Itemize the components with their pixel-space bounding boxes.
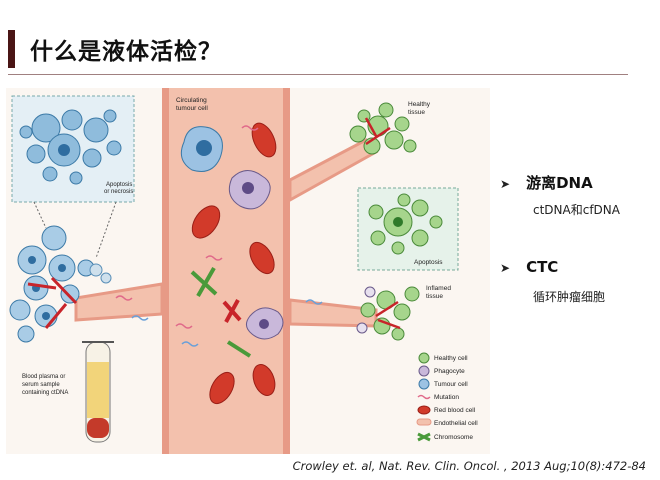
- bullet-ctc: ➤CTC: [500, 258, 559, 276]
- svg-text:Inflamed: Inflamed: [426, 285, 451, 292]
- svg-text:Tumour cell: Tumour cell: [434, 381, 468, 388]
- title-divider: [8, 74, 628, 75]
- svg-text:Phagocyte: Phagocyte: [434, 368, 465, 375]
- svg-text:containing ctDNA: containing ctDNA: [22, 390, 68, 396]
- dna-fragments: [115, 125, 323, 347]
- red-blood-cells: [191, 122, 277, 405]
- chromosomes: [190, 267, 252, 358]
- blood-sample-label: Blood plasma or: [22, 374, 65, 380]
- svg-text:Apoptosis: Apoptosis: [414, 259, 443, 266]
- svg-text:tissue: tissue: [408, 109, 425, 116]
- svg-text:Healthy cell: Healthy cell: [434, 355, 468, 362]
- slide-title: 什么是液体活检？: [30, 39, 222, 65]
- svg-text:serum sample: serum sample: [22, 382, 60, 388]
- red-blood-cell-icon: [417, 405, 431, 415]
- healthy-cell-icon: [418, 352, 430, 364]
- bullet-list: ➤游离DNA ctDNA和cfDNA ➤CTC 循环肿瘤细胞: [500, 0, 660, 480]
- arrow-right-icon: ➤: [500, 261, 511, 275]
- title-accent-bar: [8, 30, 15, 68]
- vessel-branch-left: [74, 282, 164, 322]
- figure-legend: Healthy cell Phagocyte Tumour cell Mutat…: [416, 352, 478, 442]
- blood-tube: [82, 341, 114, 443]
- mutation-icon: [417, 394, 431, 400]
- svg-text:tissue: tissue: [426, 293, 443, 300]
- chromosome-icon: [417, 432, 431, 442]
- circulating-label: Circulating: [176, 97, 207, 104]
- svg-text:or necrosis: or necrosis: [104, 189, 133, 195]
- svg-text:Chromosome: Chromosome: [434, 434, 473, 441]
- bullet-cfdna: ➤游离DNA: [500, 174, 593, 192]
- arrow-right-icon: ➤: [500, 177, 511, 191]
- svg-text:Mutation: Mutation: [434, 394, 459, 401]
- svg-text:tumour cell: tumour cell: [176, 105, 208, 112]
- svg-text:Healthy: Healthy: [408, 101, 431, 108]
- tumour-cell-icon: [418, 378, 430, 390]
- bullet-cfdna-sub: ctDNA和cfDNA: [533, 203, 620, 217]
- svg-text:Red blood cell: Red blood cell: [434, 407, 476, 414]
- citation: Crowley et. al, Nat. Rev. Clin. Oncol. ,…: [292, 459, 646, 473]
- bullet-ctc-sub: 循环肿瘤细胞: [533, 290, 606, 304]
- svg-text:Endothelial cell: Endothelial cell: [434, 420, 478, 427]
- phagocyte-icon: [418, 365, 430, 377]
- liquid-biopsy-diagram: Apoptosis or necrosis Circulating tumour…: [6, 88, 490, 454]
- endothelial-cell-icon: [416, 418, 432, 426]
- apoptosis-necrosis-label: Apoptosis: [106, 182, 132, 188]
